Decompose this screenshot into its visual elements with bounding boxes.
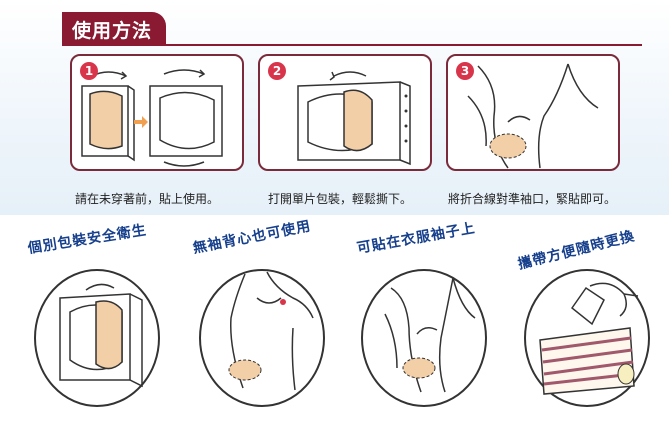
section-title: 使用方法 [62,12,166,46]
title-underline [62,44,642,46]
benefit-illustration-sleeve [357,258,492,408]
benefit-label-individual-pack: 個別包裝安全衛生 [26,222,148,257]
step-1-illustration [81,69,223,167]
benefit-label-sleeveless: 無袖背心也可使用 [191,218,313,257]
step-3-number: 3 [456,62,474,80]
step-3-panel: 3 [446,54,620,171]
step-3-caption: 將折合線對準袖口，緊貼即可。 [448,192,617,206]
step-1-panel: 1 [70,54,244,171]
benefit-illustration-sleeveless [195,258,330,408]
step-2-caption: 打開單片包裝，輕鬆撕下。 [268,192,413,206]
benefit-illustration-pack [30,258,165,408]
step-1-number: 1 [80,62,98,80]
step-3-illustration [467,63,599,169]
step-1-caption: 請在未穿著前，貼上使用。 [75,192,220,206]
benefit-label-sleeve: 可貼在衣服袖子上 [355,220,477,257]
step-2-illustration [297,71,411,166]
benefit-illustration-portable [520,258,655,408]
step-2-number: 2 [268,62,286,80]
step-2-panel: 2 [258,54,432,171]
